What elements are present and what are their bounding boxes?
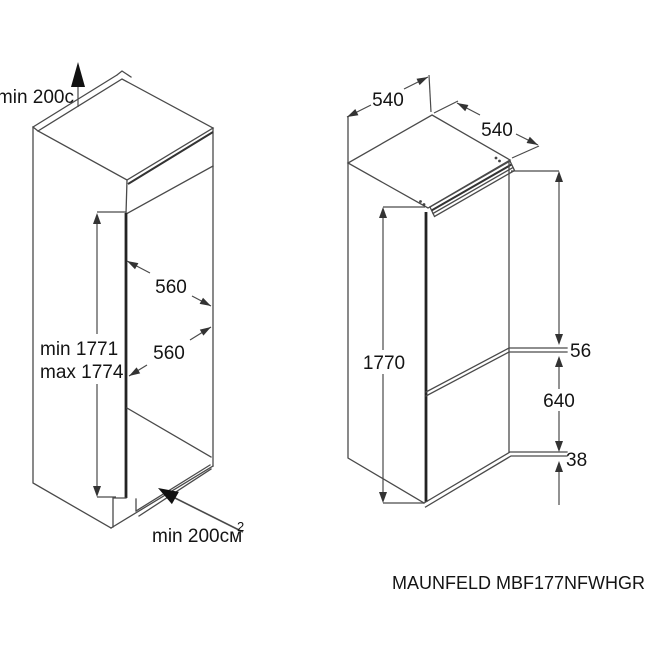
- fridge-depth-dimension: 540: [433, 100, 540, 159]
- arrow-upleft-icon: [457, 103, 469, 112]
- arrow-downright-icon: [199, 297, 211, 306]
- fridge-width-dimension: 540: [346, 74, 432, 118]
- arrow-up-icon: [555, 356, 563, 367]
- niche-vent-area-callout: min 200см 2: [152, 488, 244, 547]
- fridge-width-label: 540: [372, 90, 404, 111]
- arrow-down-icon: [555, 334, 563, 345]
- arrow-downleft-icon: [129, 367, 141, 376]
- niche-height-min-label: min 1771: [40, 339, 118, 360]
- fridge-left-edge: [347, 116, 425, 504]
- top-clearance-arrow-icon: [71, 62, 85, 87]
- niche-height-max-label: max 1774: [40, 362, 124, 383]
- fridge-outline: [346, 114, 568, 508]
- arrow-upright-icon: [416, 77, 428, 86]
- trim-line: [429, 160, 516, 218]
- arrow-up-icon: [555, 461, 563, 472]
- trim-line: [432, 166, 514, 215]
- fridge-freezer-door-label: 640: [543, 391, 575, 412]
- niche-top-clearance-label: min 200c: [0, 87, 74, 108]
- arrow-upright-icon: [199, 327, 211, 336]
- screw-dot-icon: [498, 159, 501, 163]
- niche-height-dimension: min 1771 max 1774: [40, 211, 126, 498]
- niche-depth-lower-dimension: 560: [128, 326, 212, 377]
- niche-vent-area-label: min 200см: [152, 526, 242, 547]
- arrow-up-icon: [93, 213, 101, 224]
- model-caption: MAUNFELD MBF177NFWHGR: [392, 573, 645, 593]
- fridge-top-trim-bar: [419, 156, 516, 218]
- fridge-height-dimension: 1770: [363, 206, 425, 504]
- arrow-upleft-icon: [127, 261, 139, 270]
- fridge-door-divider: [425, 347, 568, 397]
- vent-leader-line: [172, 496, 244, 533]
- trim-line: [431, 163, 512, 212]
- niche-top-thickness-edge: [127, 131, 214, 185]
- niche-diagram: min 200c min 1771 max 1774 560 560: [0, 62, 244, 547]
- fridge-top-surface: [346, 114, 512, 209]
- screw-dot-icon: [422, 203, 426, 206]
- arrow-downright-icon: [526, 136, 538, 145]
- height-dim-ticks: [383, 206, 425, 504]
- vent-arrow-icon: [158, 488, 179, 505]
- fridge-plinth-label: 38: [566, 450, 587, 471]
- niche-outline: [32, 70, 215, 529]
- screw-dot-icon: [494, 156, 498, 160]
- arrow-downleft-icon: [347, 109, 359, 117]
- fridge-depth-label: 540: [481, 120, 513, 141]
- arrow-down-icon: [379, 492, 387, 503]
- niche-floor-edge: [126, 407, 212, 458]
- fridge-bottom-edge: [423, 451, 568, 508]
- fridge-height-label: 1770: [363, 353, 405, 374]
- depth-extension-lines: [433, 100, 540, 159]
- fridge-diagram: 540 540 1770 56 640: [346, 74, 591, 508]
- screw-dot-icon: [419, 200, 422, 203]
- niche-depth-upper-dimension: 560: [126, 260, 212, 307]
- niche-vent-area-superscript: 2: [237, 519, 244, 534]
- niche-plinth-recess: [112, 464, 212, 528]
- fridge-door-gap-label: 56: [570, 341, 591, 362]
- arrow-down-icon: [555, 441, 563, 452]
- niche-top-clearance-dimension: min 200c: [0, 62, 85, 108]
- arrow-down-icon: [93, 486, 101, 497]
- arrow-up-icon: [555, 171, 563, 182]
- trim-line: [429, 160, 511, 208]
- fridge-right-dimensions: 56 640 38: [511, 170, 591, 505]
- niche-left-panel-strip: [32, 70, 132, 132]
- niche-depth-lower-label: 560: [153, 343, 185, 364]
- arrow-up-icon: [379, 207, 387, 218]
- height-dim-ticks: [97, 211, 126, 498]
- niche-depth-upper-label: 560: [155, 277, 187, 298]
- width-extension-line: [428, 74, 432, 113]
- niche-left-edge: [32, 126, 112, 529]
- niche-bottom-front-edge: [110, 465, 214, 529]
